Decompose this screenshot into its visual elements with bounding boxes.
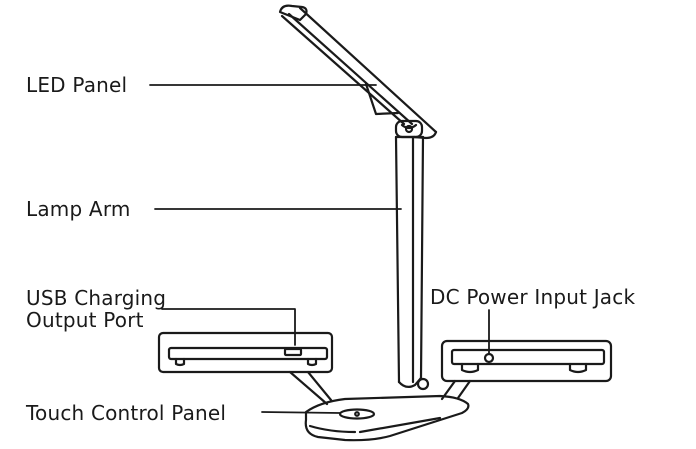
dc-power-input-jack-label: DC Power Input Jack bbox=[430, 285, 636, 309]
usb-callout-drawing bbox=[157, 331, 334, 406]
leader-lines bbox=[149, 84, 490, 414]
usb-charging-label-line1: USB Charging bbox=[26, 286, 167, 310]
dc-power-callout-drawing bbox=[440, 339, 613, 401]
led-panel-drawing bbox=[278, 4, 438, 140]
led-panel-label: LED Panel bbox=[26, 73, 128, 97]
usb-port-leader bbox=[161, 308, 296, 346]
lamp-arm-label: Lamp Arm bbox=[26, 197, 131, 221]
lamp-base-drawing bbox=[304, 394, 470, 442]
hinge-drawing bbox=[394, 119, 424, 139]
touch-panel-leader bbox=[261, 411, 341, 414]
lamp-arm-drawing bbox=[394, 135, 430, 391]
usb-charging-label-line2: Output Port bbox=[26, 308, 144, 332]
touch-control-panel-label: Touch Control Panel bbox=[26, 401, 227, 425]
